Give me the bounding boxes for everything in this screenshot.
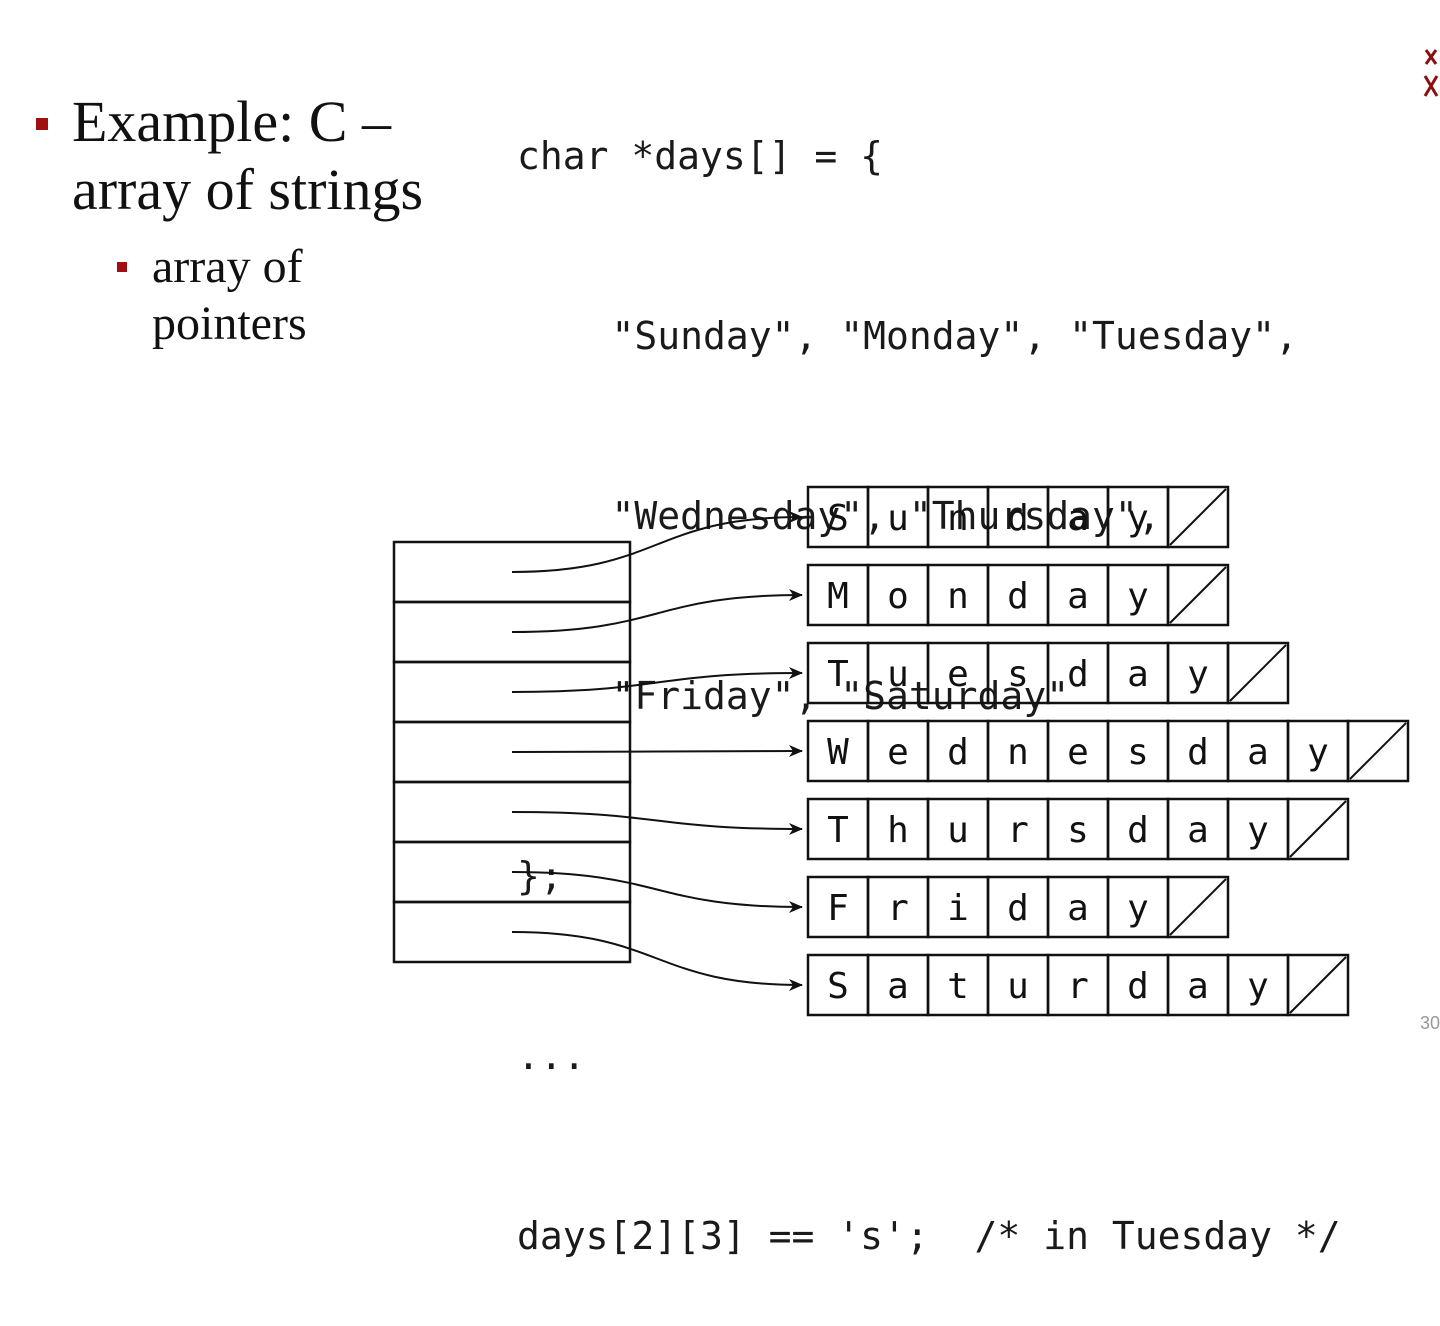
char-label: d [1007,498,1029,539]
null-terminator-cell [1346,719,1410,783]
char-label: n [1007,732,1029,773]
char-label: d [1127,966,1149,1007]
null-terminator-cell [1286,797,1350,861]
null-terminator-cell [1166,875,1230,939]
char-label: W [827,732,849,773]
char-label: a [1247,732,1269,773]
pointer-arrow [511,667,803,693]
code-line: }; [517,854,563,898]
pointer-arrow [511,511,803,573]
char-label: T [827,654,849,695]
sub-bullet-marker [117,262,127,272]
null-slash [1289,800,1347,858]
char-label: n [947,576,969,617]
char-label: y [1247,966,1269,1007]
char-label: a [1067,498,1089,539]
pointer-arrow [511,811,803,835]
null-slash [1229,644,1287,702]
char-label: y [1127,498,1149,539]
char-label: F [827,888,849,929]
null-slash [1169,878,1227,936]
char-label: a [1067,888,1089,929]
char-label: a [1187,966,1209,1007]
char-label: s [1067,810,1089,851]
null-terminator-cell [1286,953,1350,1017]
char-label: d [1007,576,1029,617]
char-label: d [1187,732,1209,773]
code-line: ... [517,1034,586,1078]
char-label: u [887,654,909,695]
null-slash [1169,566,1227,624]
pointer-slot [392,900,632,964]
char-label: y [1127,888,1149,929]
char-label: r [1007,810,1029,851]
null-slash [1289,956,1347,1014]
char-label: d [1127,810,1149,851]
pointer-arrow [511,931,803,991]
char-label: d [1067,654,1089,695]
char-label: y [1247,810,1269,851]
code-line: "Sunday", "Monday", "Tuesday", [520,314,1298,358]
null-slash [1349,722,1407,780]
char-label: h [887,810,909,851]
char-label: u [1007,966,1029,1007]
null-terminator-cell [1166,485,1230,549]
page-number: 30 [1420,1013,1440,1033]
code-line: days[2][3] == 's'; /* in Tuesday */ [517,1214,1341,1258]
char-label: n [947,498,969,539]
pointer-array [392,540,632,964]
char-label: e [1067,732,1089,773]
main-bullet: Example: C – array of strings [72,89,424,222]
char-label: S [827,498,849,539]
null-slash [1169,488,1227,546]
char-label: s [1007,654,1029,695]
char-label: y [1307,732,1329,773]
char-label: s [1127,732,1149,773]
char-label: T [827,810,849,851]
bullet-marker [36,118,48,130]
char-label: d [1007,888,1029,929]
char-label: S [827,966,849,1007]
sub-bullet: array of pointers [152,240,307,350]
char-label: r [1067,966,1089,1007]
char-label: t [947,966,969,1007]
char-label: y [1127,576,1149,617]
code-line: "Friday", "Saturday" [520,674,1070,718]
char-label: r [887,888,909,929]
code-line: char *days[] = { [517,134,884,178]
char-label: u [947,810,969,851]
char-label: e [887,732,909,773]
char-label: M [827,576,849,617]
char-label: e [947,654,969,695]
char-label: o [887,576,909,617]
pointer-arrow [511,871,803,913]
pointer-arrow [511,589,803,633]
char-label: a [1187,810,1209,851]
char-label: y [1187,654,1209,695]
char-label: a [1067,576,1089,617]
char-label: i [947,888,969,929]
null-terminator-cell [1166,563,1230,627]
code-line: "Wednesday", "Thursday", [520,494,1161,538]
char-label: u [887,498,909,539]
char-label: a [1127,654,1149,695]
char-label: a [887,966,909,1007]
char-label: d [947,732,969,773]
pointer-arrow [511,745,803,758]
pointer-arrows [511,511,803,991]
logo-icon [1423,49,1439,97]
null-terminator-cell [1226,641,1290,705]
